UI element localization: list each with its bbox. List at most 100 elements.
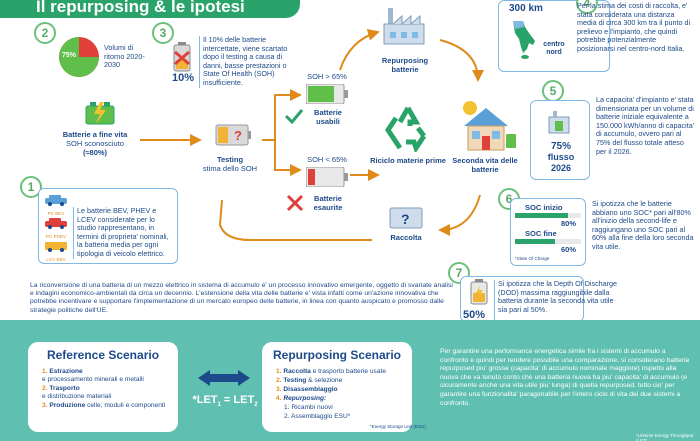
second-life-label: Seconda vita delle batterie <box>452 156 518 174</box>
hyp-5-pct-label: flusso <box>547 152 575 162</box>
reference-item-rest: e processamento minerali e metalli <box>42 376 144 383</box>
let-lhs: *LET <box>192 394 218 406</box>
soc-start-track <box>515 213 581 218</box>
testing-sub: stima dello SOH <box>202 164 258 173</box>
exhausted-label: Batterie esaurite <box>313 194 343 212</box>
reference-item-num: 2. <box>42 385 48 392</box>
repurposing-item-bold: Repurposing: <box>283 395 327 402</box>
soc-start-label: SOC inizio <box>525 203 563 212</box>
soh-low-label: SOH < 65% <box>307 155 347 164</box>
pc-phev-car-icon <box>45 218 67 229</box>
repurposing-item-num: 2. <box>276 377 282 384</box>
flow-arrows <box>140 28 484 241</box>
hyp-7-pct: 50% <box>463 309 486 321</box>
collection-box-icon: ? <box>388 204 424 230</box>
factory-battery-icon <box>545 107 573 135</box>
hyp-3-text: Il 10% delle batterie intercettate, vien… <box>199 35 295 88</box>
pie-return-slice <box>59 37 99 77</box>
repurposing-sub-item: 1. Ricambi nuovi <box>284 404 333 411</box>
hyp-5-text: La capacita' d'impianto e' stata dimensi… <box>596 95 695 156</box>
repurposing-item: 2. Testing & selezione <box>276 377 412 385</box>
hyp-5-icon-box: 75% flusso 2026 <box>530 100 590 180</box>
usable-label: Batterie usabili <box>314 108 342 126</box>
hyp-4-number-text: 4 <box>583 0 591 10</box>
check-icon <box>284 108 304 125</box>
reference-item-rest: e distribuzione materiali <box>42 393 112 400</box>
reference-item-num: 1. <box>42 368 48 375</box>
lcv-bev-label: LCV BEV <box>46 257 66 262</box>
let-rhs-sub: 2 <box>254 402 258 409</box>
pie-pct-label: 75% <box>62 52 77 59</box>
soc-start-fill <box>515 213 568 218</box>
repurposing-list: 1. Raccolta e trasporto batterie usate 2… <box>276 368 412 421</box>
soc-end-label: SOC fine <box>525 229 557 238</box>
hyp-4-icon-box: 300 km centro nord <box>498 0 610 72</box>
let-equation: *LET1 = LET2 <box>190 394 260 408</box>
testing-battery-icon: ? <box>215 122 251 146</box>
reference-item-rest: celle, moduli e componenti <box>87 402 166 409</box>
reference-item-bold: Produzione <box>49 402 86 409</box>
arrow-repurposing-second <box>439 39 484 82</box>
intro-paragraph: La riconversione di una batteria di un m… <box>30 282 453 314</box>
esu-footnote: *Energy Storage Unit (ESU) <box>370 424 426 429</box>
soc-start-value: 80% <box>561 219 577 228</box>
reference-item-num: 3. <box>42 402 48 409</box>
hyp-3-pct: 10% <box>172 72 195 84</box>
repurposing-item: 3. Disassemblaggio <box>276 386 412 394</box>
return-pie-chart: 75% <box>58 36 100 78</box>
hyp-5-number-text: 5 <box>549 84 557 98</box>
ev-battery-icon <box>78 100 118 126</box>
collection-label: Raccolta <box>390 233 422 242</box>
repurposing-item-num: 4. <box>276 395 282 402</box>
dod-battery-icon <box>469 279 489 305</box>
repurposing-item: 1. Raccolta e trasporto batterie usate <box>276 368 412 376</box>
pc-phev-label: PC PHEV <box>45 234 67 239</box>
discarded-battery-icon <box>172 42 192 72</box>
arrow-testing-usable <box>262 89 302 141</box>
arrow-second-collection <box>438 194 481 236</box>
eol-sub1: SOH sconosciuto <box>66 139 124 148</box>
repurposing-scenario-card: Repurposing Scenario 1. Raccolta e trasp… <box>262 342 412 432</box>
eol-title: Batterie a fine vita <box>62 130 128 139</box>
hyp-2-label: Volumi di ritorno 2020-2030 <box>104 43 145 70</box>
hyp-5-pct: 75% <box>550 141 571 152</box>
reference-item-bold: Estrazione <box>49 368 83 375</box>
repurposing-item-bold: Raccolta <box>283 368 311 375</box>
arrow-collection-eol <box>218 199 372 241</box>
soc-end-track <box>515 239 581 244</box>
repurposing-item-bold: Disassemblaggio <box>283 386 338 393</box>
reference-item-bold: Trasporto <box>49 385 80 392</box>
hyp-2-number: 2 <box>34 22 56 44</box>
soc-end-fill <box>515 239 555 244</box>
italy-map-icon <box>511 19 537 59</box>
recycling-label: Riciclo materie prime <box>370 156 446 165</box>
hyp-1-number-text: 1 <box>27 180 35 194</box>
hyp-4-area: centro nord <box>543 41 565 56</box>
usable-battery-icon <box>305 83 348 105</box>
soc-end-value: 60% <box>561 245 577 254</box>
hyp-2-number-text: 2 <box>41 26 49 40</box>
arrow-usable-repurposing <box>339 28 380 71</box>
hyp-7-box: 50% <box>460 276 584 322</box>
repurposing-item-rest: & selezione <box>308 377 343 384</box>
repurposing-item-rest: e trasporto batterie usate <box>312 368 386 375</box>
repurposing-label: Repurposing batterie <box>381 56 429 74</box>
comparison-explanation: Per garantire una performance energetica… <box>440 348 690 407</box>
house-solar-icon <box>456 98 516 152</box>
repurposing-scen-title: Repurposing Scenario <box>272 348 402 362</box>
repurposing-item-num: 1. <box>276 368 282 375</box>
pc-bev-car-icon <box>45 195 67 206</box>
hyp-4-km: 300 km <box>509 3 543 14</box>
repurposing-item-bold: Testing <box>283 377 307 384</box>
pie-svg <box>59 37 99 77</box>
page-title-text: Il repurposing & le ipotesi <box>36 0 245 16</box>
recycle-icon <box>384 104 432 154</box>
hyp-1-number: 1 <box>20 176 42 198</box>
hyp-4-circle: 4 <box>576 0 598 14</box>
let-footnote: *Lifetime Energy Throughput (LET) <box>636 433 694 441</box>
vehicle-icons: PC BEV PC PHEV LCV BEV <box>43 193 69 262</box>
hyp-1-box: PC BEV PC PHEV LCV BEV Le batterie BEV, … <box>38 188 178 264</box>
exhausted-battery-icon <box>305 166 348 188</box>
